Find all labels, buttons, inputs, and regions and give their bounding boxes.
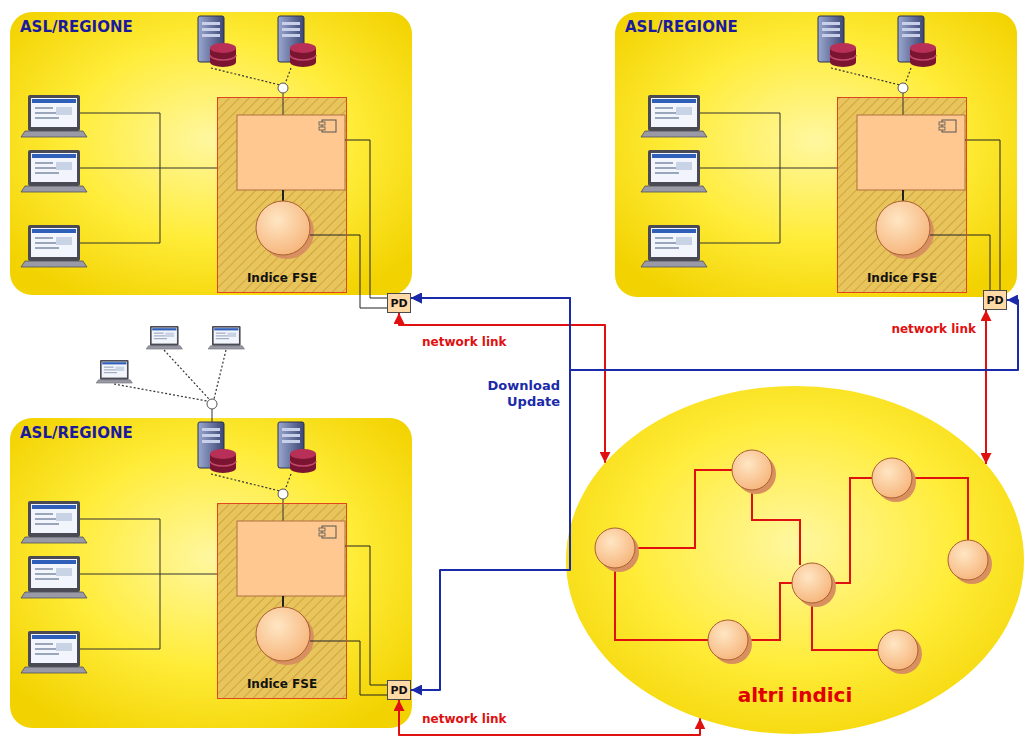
link-label: network link	[420, 335, 509, 350]
region-title: ASL/REGIONE	[20, 18, 133, 36]
remote-clients	[164, 350, 209, 399]
ellipse-ground	[566, 386, 1024, 734]
link-label-box: Download Update	[472, 378, 562, 411]
remote-clients	[114, 384, 207, 401]
region-title: ASL/REGIONE	[20, 424, 133, 442]
link-label-box: network link	[420, 331, 530, 350]
index-box: Indice FSE	[217, 97, 347, 293]
region-panel: ASL/REGIONE Indice FSE PD	[10, 418, 412, 728]
pd-label: PD	[390, 684, 407, 697]
pd-box: PD	[983, 290, 1007, 310]
pd-label: PD	[390, 297, 407, 310]
pd-wire	[345, 140, 387, 298]
region-panel: ASL/REGIONEIndice FSEPD	[615, 12, 1017, 297]
index-symbol	[595, 528, 635, 568]
link-label: Download Update	[472, 378, 562, 411]
download-update-link	[411, 298, 570, 690]
region-illustration	[21, 16, 347, 293]
remote-clients	[207, 399, 217, 409]
index-link-line	[912, 478, 968, 540]
pd-wire	[930, 235, 990, 290]
remote-clients	[96, 326, 244, 422]
pd-label: PD	[986, 294, 1003, 307]
region-ground	[10, 12, 412, 295]
index-label: Indice FSE	[247, 271, 317, 285]
index-symbol	[878, 630, 918, 670]
index-symbol	[708, 620, 748, 660]
index-link-line	[635, 470, 732, 548]
remote-clients	[214, 350, 226, 399]
region-illustration	[641, 16, 967, 293]
pd-wire	[310, 235, 387, 308]
network-title: altri indici	[738, 683, 853, 707]
index-symbol	[948, 540, 988, 580]
remote-clients	[212, 409, 213, 422]
pd-box: PD	[387, 680, 411, 700]
index-symbol	[792, 563, 832, 603]
index-link-line	[752, 490, 800, 565]
region-title: ASL/REGIONE	[625, 18, 738, 36]
region-panel: ASL/REGIONEIndice FSEPD	[10, 12, 412, 295]
index-link-line	[748, 583, 792, 640]
index-link-line	[812, 603, 878, 650]
link-label-box: network link	[870, 318, 978, 337]
pd-box: PD	[387, 293, 411, 313]
remote-clients	[208, 326, 244, 349]
region-ground	[10, 418, 412, 728]
index-label: Indice FSE	[247, 677, 317, 691]
remote-clients	[146, 326, 182, 349]
download-update-link	[411, 298, 1018, 370]
region-ground	[615, 12, 1017, 297]
network-link	[399, 700, 700, 735]
region-illustration	[21, 422, 347, 699]
index-symbol	[872, 458, 912, 498]
link-label: network link	[420, 712, 509, 727]
region-illustration	[21, 16, 967, 699]
ellipse-shape	[565, 385, 1025, 735]
index-link-line	[832, 478, 872, 583]
link-label: network link	[889, 322, 978, 337]
pd-wire	[965, 140, 1000, 290]
pd-wire	[345, 546, 387, 685]
pd-wire	[310, 641, 387, 695]
index-box: Indice FSE	[837, 97, 967, 293]
index-box: Indice FSE	[217, 503, 347, 699]
remote-clients	[96, 360, 132, 383]
index-link-line	[615, 568, 708, 640]
link-label-box: network link	[420, 708, 530, 727]
index-label: Indice FSE	[867, 271, 937, 285]
network-link	[985, 310, 987, 464]
index-symbol	[732, 450, 772, 490]
network-link	[399, 313, 605, 463]
index-network-ellipse: altri indici	[565, 385, 1025, 735]
